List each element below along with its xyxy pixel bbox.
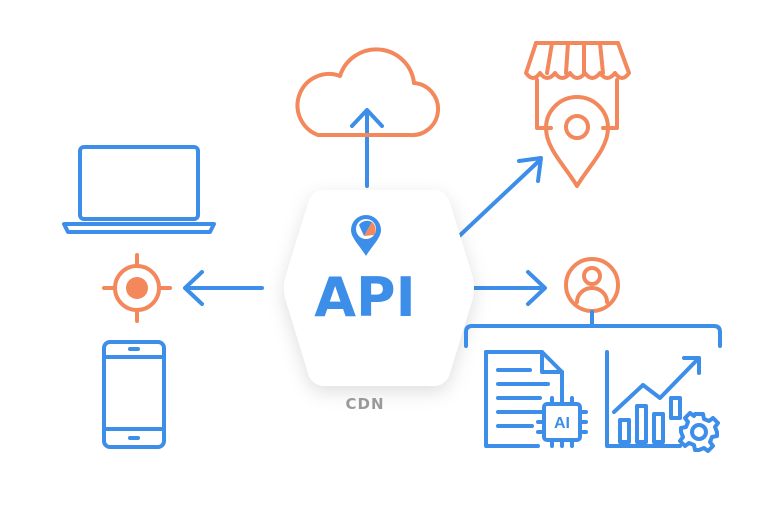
user-bracket — [464, 310, 722, 348]
cdn-label: CDN — [345, 395, 384, 413]
arrow-to-cloud — [350, 108, 384, 188]
arrow-to-user — [468, 270, 547, 306]
growth-chart-gear-icon — [605, 350, 720, 453]
ai-chip-label: AI — [554, 415, 570, 432]
connector-arrows — [183, 108, 547, 306]
laptop-icon — [62, 145, 216, 234]
api-label: API — [314, 266, 415, 329]
location-pin-icon — [351, 215, 381, 256]
cloud-icon — [295, 47, 440, 138]
api-hexagon — [284, 190, 474, 386]
target-icon — [102, 253, 172, 323]
ai-document-icon — [484, 350, 588, 448]
arrow-to-target — [183, 270, 264, 306]
arrow-to-store — [453, 156, 543, 242]
store-location-icon — [524, 41, 631, 188]
user-icon — [564, 257, 620, 313]
smartphone-icon — [102, 340, 166, 449]
